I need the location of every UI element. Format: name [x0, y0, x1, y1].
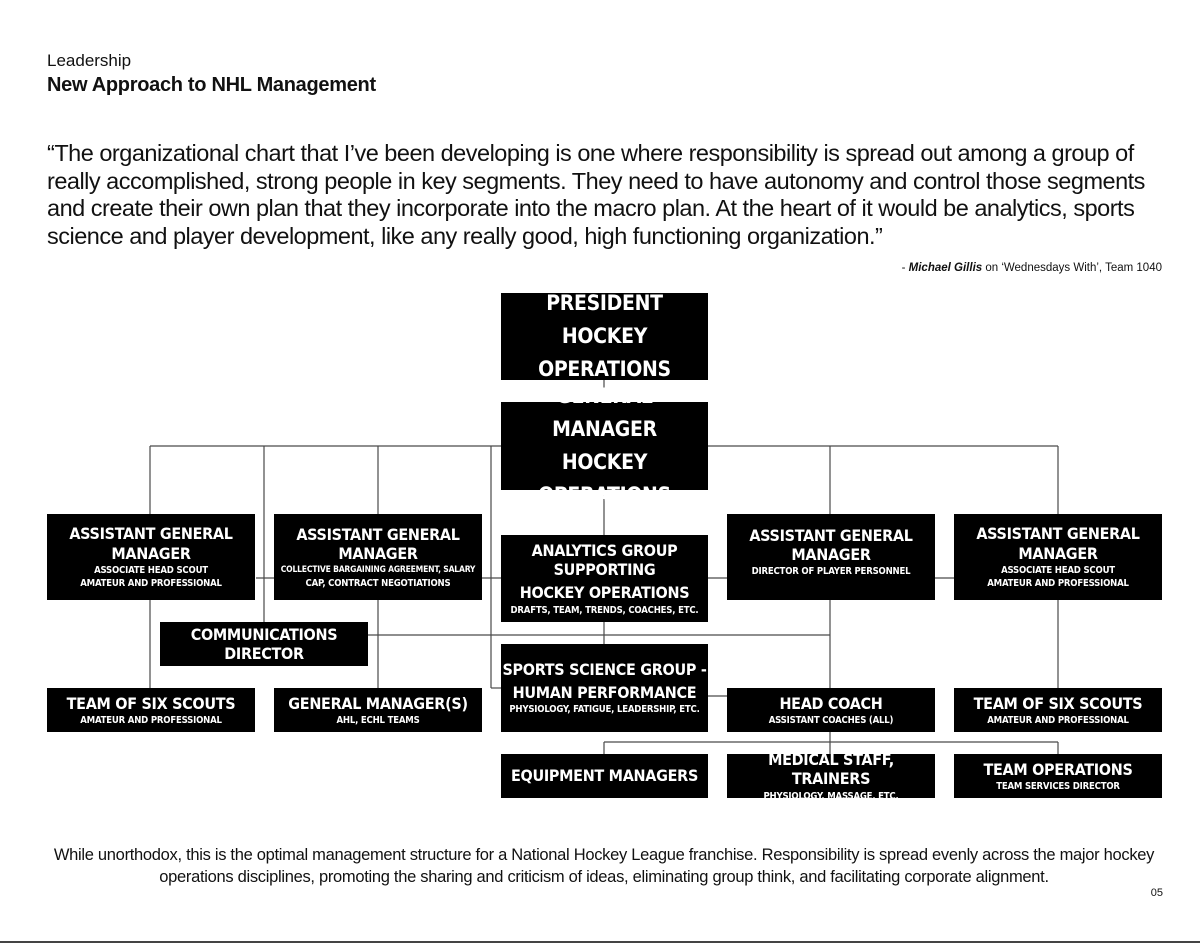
analytics-sub: Drafts, Team, Trends, Coaches, Etc. — [510, 604, 699, 616]
equipment-title: Equipment Managers — [510, 766, 699, 786]
agm-cba-box: Assistant General Manager Collective Bar… — [274, 514, 482, 600]
scouts-box-left: Team of Six Scouts Amateur and Professio… — [47, 688, 255, 732]
equipment-managers-box: Equipment Managers — [501, 754, 708, 798]
agm-personnel-box: Assistant General Manager Director of Pl… — [727, 514, 935, 600]
analytics-line2: Hockey Operations — [519, 583, 690, 603]
agm-left-sub2: Amateur and Professional — [80, 578, 222, 590]
agm-scout-box-right: Assistant General Manager Associate Head… — [954, 514, 1162, 600]
sports-science-line1: Sports Science Group - — [502, 660, 707, 680]
scouts-right-title: Team of Six Scouts — [973, 693, 1143, 713]
communications-title: Communications Director — [190, 624, 338, 663]
page-title: New Approach to NHL Management — [47, 74, 376, 96]
president-title: President — [546, 291, 663, 315]
agm-cba-sub1: Collective Bargaining Agreement, Salary — [280, 565, 476, 576]
sports-science-sub: Physiology, Fatigue, Leadership, Etc. — [509, 704, 700, 716]
medical-staff-box: Medical Staff, Trainers Physiology, Mass… — [727, 750, 935, 802]
bottom-rule — [0, 941, 1200, 943]
sports-science-box: Sports Science Group - Human Performance… — [501, 644, 708, 732]
agm-left-title: Assistant General Manager — [69, 524, 233, 563]
communications-director-box: Communications Director — [160, 622, 368, 666]
agm-cba-sub2: Cap, Contract Negotiations — [305, 577, 451, 589]
agm-right-sub2: Amateur and Professional — [987, 578, 1129, 590]
agm-left-sub1: Associate Head Scout — [94, 564, 208, 576]
affiliate-gm-box: General Manager(s) AHL, ECHL Teams — [274, 688, 482, 732]
analytics-line1: Analytics Group Supporting — [531, 541, 678, 580]
president-dept: Hockey Operations — [538, 324, 671, 381]
team-operations-box: Team Operations Team Services Director — [954, 754, 1162, 798]
president-box: President Hockey Operations — [501, 291, 708, 381]
head-coach-box: Head Coach Assistant Coaches (All) — [727, 688, 935, 732]
head-coach-title: Head Coach — [779, 693, 883, 713]
agm-personnel-sub: Director of Player Personnel — [751, 566, 911, 578]
affiliate-gm-title: General Manager(s) — [288, 693, 468, 713]
section-kicker: Leadership — [47, 51, 132, 70]
agm-right-title: Assistant General Manager — [976, 524, 1140, 563]
affiliate-gm-sub: AHL, ECHL Teams — [336, 714, 420, 726]
team-ops-sub: Team Services Director — [996, 780, 1120, 792]
scouts-left-title: Team of Six Scouts — [66, 693, 236, 713]
footer-caption: While unorthodox, this is the optimal ma… — [53, 846, 1155, 886]
sports-science-line2: Human Performance — [512, 683, 697, 703]
attribution-dash: - — [901, 262, 909, 274]
scouts-right-sub: Amateur and Professional — [987, 714, 1129, 726]
head-coach-sub: Assistant Coaches (All) — [768, 714, 894, 726]
agm-right-sub1: Associate Head Scout — [1001, 564, 1115, 576]
gm-dept: Hockey Operations — [538, 450, 671, 507]
agm-scout-box-left: Assistant General Manager Associate Head… — [47, 514, 255, 600]
pull-quote: “The organizational chart that I’ve been… — [47, 140, 1145, 249]
medical-title: Medical Staff, Trainers — [768, 750, 894, 789]
attribution-source: on ‘Wednesdays With’, Team 1040 — [982, 262, 1162, 274]
scouts-left-sub: Amateur and Professional — [80, 714, 222, 726]
agm-cba-title: Assistant General Manager — [296, 525, 460, 564]
general-manager-box: General Manager Hockey Operations — [501, 384, 708, 507]
scouts-box-right: Team of Six Scouts Amateur and Professio… — [954, 688, 1162, 732]
medical-sub: Physiology, Massage, Etc. — [763, 790, 899, 802]
gm-title: General Manager — [552, 384, 657, 441]
agm-personnel-title: Assistant General Manager — [749, 526, 913, 565]
analytics-group-box: Analytics Group Supporting Hockey Operat… — [501, 535, 708, 622]
page-number: 05 — [1150, 887, 1163, 899]
quote-attribution: - Michael Gillis on ‘Wednesdays With’, T… — [902, 262, 1162, 274]
attribution-author: Michael Gillis — [908, 262, 983, 274]
team-ops-title: Team Operations — [983, 759, 1133, 779]
